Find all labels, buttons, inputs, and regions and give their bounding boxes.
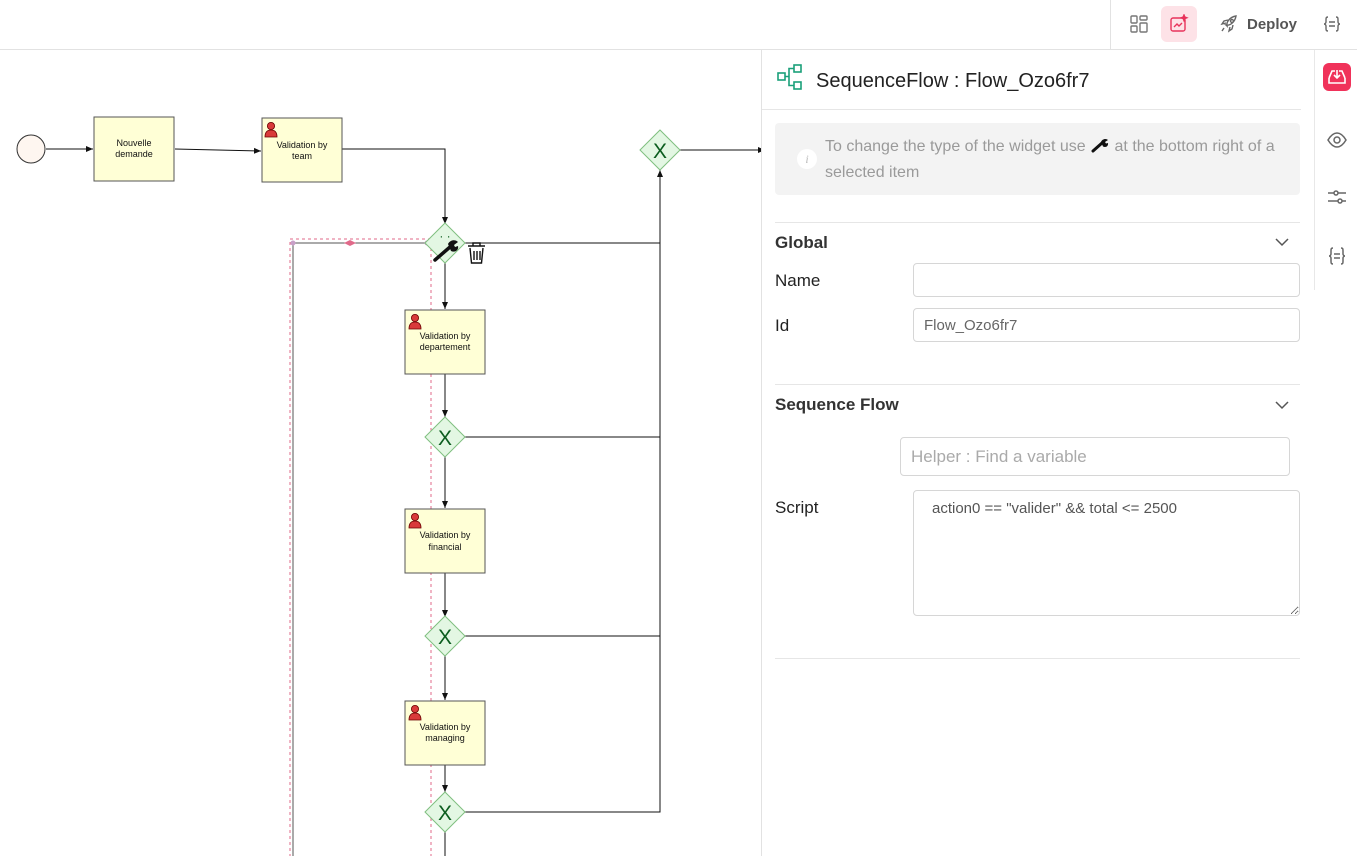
api-button[interactable] <box>1314 6 1350 42</box>
panel-title: SequenceFlow : Flow_Ozo6fr7 <box>816 70 1090 92</box>
task-label-line2: team <box>292 151 312 161</box>
id-label: Id <box>775 316 790 335</box>
task-validation-financial[interactable]: Validation by financial <box>404 508 486 574</box>
variable-helper-input[interactable] <box>900 437 1290 476</box>
script-textarea[interactable]: action0 == "valider" && total <= 2500 <box>913 490 1300 616</box>
tray-download-icon <box>1328 70 1346 84</box>
task-validation-departement[interactable]: Validation by departement <box>404 309 486 375</box>
global-section-title[interactable]: Global <box>775 233 828 252</box>
sidebar-divider <box>1314 50 1315 290</box>
bpmn-canvas[interactable]: Nouvelle demande Validation by team Vali… <box>0 50 761 856</box>
top-toolbar: Deploy <box>0 0 1357 50</box>
task-label-line1: Nouvelle <box>116 138 151 148</box>
gateway-after-financial[interactable]: X <box>424 615 466 657</box>
task-label-line2: managing <box>425 733 465 743</box>
start-event[interactable] <box>16 134 46 164</box>
gateway-top-right[interactable]: X <box>639 129 681 171</box>
script-label: Script <box>775 498 819 517</box>
task-label-line2: demande <box>115 149 153 159</box>
eye-icon <box>1327 132 1347 148</box>
gateway-mark: X <box>653 140 667 163</box>
section-divider <box>775 222 1300 223</box>
section-divider <box>775 658 1300 659</box>
name-input[interactable] <box>913 263 1300 297</box>
gateway-after-managing[interactable]: X <box>424 791 466 833</box>
task-validation-managing[interactable]: Validation by managing <box>404 700 486 766</box>
grid-layout-icon <box>1130 15 1148 33</box>
data-button[interactable] <box>1323 242 1351 270</box>
layout-view-button[interactable] <box>1121 6 1157 42</box>
task-label-line2: departement <box>420 342 471 352</box>
task-label-line1: Validation by <box>420 530 471 540</box>
task-validation-team[interactable]: Validation by team <box>261 117 343 183</box>
panel-header: SequenceFlow : Flow_Ozo6fr7 <box>762 50 1301 110</box>
gateway-mark: X <box>438 802 452 825</box>
flow-gateway4-right <box>465 170 663 813</box>
gateway-mark: · · <box>439 229 450 243</box>
gateway-after-departement[interactable]: X <box>424 416 466 458</box>
wrench-icon <box>1091 138 1109 153</box>
name-label: Name <box>775 271 821 290</box>
deploy-label: Deploy <box>1246 15 1297 33</box>
sliders-icon <box>1328 190 1346 204</box>
flow-team-to-gateway <box>342 148 448 224</box>
bpmn-diagram[interactable]: Nouvelle demande Validation by team Vali… <box>0 50 761 856</box>
preview-button[interactable] <box>1323 126 1351 154</box>
toolbar-divider <box>1110 0 1111 49</box>
info-text-before: To change the type of the widget use <box>825 138 1086 155</box>
edit-sparkle-icon <box>1170 14 1189 32</box>
sequence-flow-section-title[interactable]: Sequence Flow <box>775 395 899 414</box>
section-divider <box>775 384 1300 385</box>
info-icon: i <box>797 149 817 169</box>
properties-tab-button[interactable] <box>1323 63 1351 91</box>
right-sidebar <box>1314 50 1357 856</box>
info-text-after: at the bottom right of a selected item <box>825 138 1275 181</box>
task-label-line1: Validation by <box>420 331 471 341</box>
gateway-after-team[interactable]: · · <box>424 222 466 264</box>
settings-button[interactable] <box>1323 183 1351 211</box>
properties-panel: SequenceFlow : Flow_Ozo6fr7 i To change … <box>761 50 1315 856</box>
gateway-mark: X <box>438 427 452 450</box>
id-input[interactable] <box>913 308 1300 342</box>
deploy-button[interactable]: Deploy <box>1210 6 1306 42</box>
rocket-icon <box>1220 15 1237 33</box>
gateway-mark: X <box>438 626 452 649</box>
info-box: i To change the type of the widget use a… <box>775 123 1300 195</box>
task-label-line1: Validation by <box>277 140 328 150</box>
braces-icon <box>1328 247 1346 265</box>
chevron-down-icon[interactable] <box>1274 400 1290 410</box>
delete-trash-icon[interactable] <box>468 242 485 264</box>
change-type-wrench-icon[interactable] <box>433 240 459 262</box>
sequence-flow-icon <box>777 64 802 90</box>
chevron-down-icon[interactable] <box>1274 237 1290 247</box>
braces-icon <box>1323 16 1341 32</box>
task-label-line1: Validation by <box>420 722 471 732</box>
sequence-flows <box>46 146 761 856</box>
info-text: To change the type of the widget use at … <box>825 134 1285 186</box>
edit-mode-button[interactable] <box>1161 6 1197 42</box>
task-label-line2: financial <box>428 542 461 552</box>
flow-nouvelle-to-team <box>174 147 262 154</box>
task-nouvelle-demande[interactable]: Nouvelle demande <box>93 116 175 182</box>
